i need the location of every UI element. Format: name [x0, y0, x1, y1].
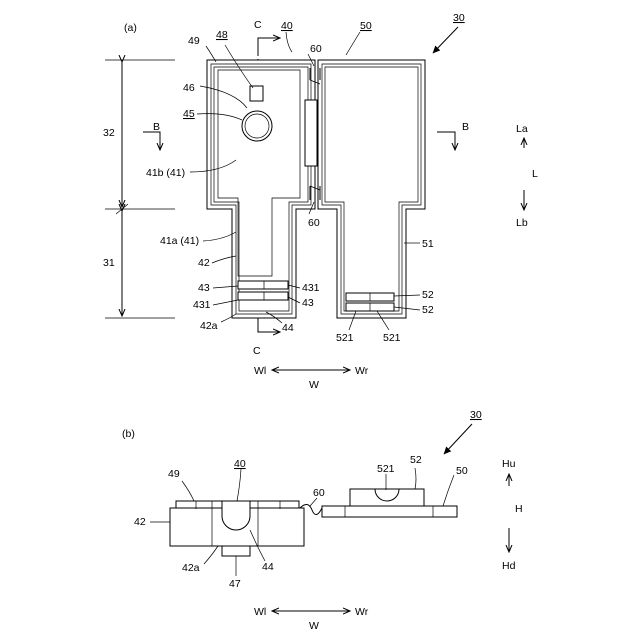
- ref-521-right-a: 521: [383, 332, 401, 344]
- ref-60-b: 60: [313, 487, 325, 499]
- assembly-30-label: 30: [453, 12, 465, 24]
- ref-46-a: 46: [183, 82, 195, 94]
- ref-50-b: 50: [456, 465, 468, 477]
- ref-49-a: 49: [188, 35, 200, 47]
- ref-60-top-a: 60: [310, 43, 322, 55]
- ref-521-b: 521: [377, 463, 395, 475]
- ref-41a-a: 41a (41): [160, 235, 199, 247]
- dimension-lines: [105, 60, 175, 318]
- dir-hd-label: Hd: [502, 560, 516, 572]
- section-b-right-label: B: [462, 121, 469, 133]
- dir-hu-label: Hu: [502, 458, 516, 470]
- dir-la-label: La: [516, 123, 528, 135]
- view-a-title: (a): [124, 22, 137, 34]
- ref-52-bottom-a: 52: [422, 304, 434, 316]
- ref-43-right-a: 43: [302, 297, 314, 309]
- section-c-bottom-label: C: [253, 345, 261, 357]
- dim-31-label: 31: [103, 257, 115, 269]
- dir-h-label: H: [515, 503, 523, 515]
- ref-51-a: 51: [422, 238, 434, 250]
- dir-w-label-b: W: [309, 620, 319, 632]
- ref-42-b: 42: [134, 516, 146, 528]
- dim-32-label: 32: [103, 127, 115, 139]
- section-b-marks: [143, 132, 455, 150]
- ref-44-b: 44: [262, 561, 274, 573]
- ref-42-a: 42: [198, 257, 210, 269]
- ref-45-a: 45: [183, 108, 195, 120]
- busbar-50-side: [322, 489, 457, 517]
- ref-52-b: 52: [410, 454, 422, 466]
- ref-50-a: 50: [360, 20, 372, 32]
- hole-45-inner: [245, 114, 269, 138]
- dir-wl-label-a: Wl: [254, 365, 266, 377]
- dir-l-label: L: [532, 168, 538, 180]
- ref-521-left-a: 521: [336, 332, 354, 344]
- view-b: (b) 30: [122, 409, 523, 632]
- ref-60-bottom-a: 60: [308, 217, 320, 229]
- busbar-50-outline: [318, 60, 425, 318]
- assembly-30-label-b: 30: [470, 409, 482, 421]
- ref-42a-a: 42a: [200, 320, 218, 332]
- ref-49-b: 49: [168, 468, 180, 480]
- dir-wl-label-b: Wl: [254, 606, 266, 618]
- view-b-title: (b): [122, 428, 135, 440]
- ref-431-left-a: 431: [193, 299, 211, 311]
- assembly-30-arrow-b: [444, 424, 472, 454]
- terminal-48: [250, 86, 263, 101]
- weld-52-right: [346, 293, 394, 311]
- view-a: (a): [103, 12, 538, 391]
- ref-52-top-a: 52: [422, 289, 434, 301]
- ref-43-left-a: 43: [198, 282, 210, 294]
- section-b-left-label: B: [153, 121, 160, 133]
- ref-42a-b: 42a: [182, 562, 200, 574]
- dir-wr-label-a: Wr: [355, 365, 369, 377]
- ref-40-b: 40: [234, 458, 246, 470]
- ref-47-b: 47: [229, 578, 241, 590]
- ref-48-a: 48: [216, 29, 228, 41]
- hole-45-outer: [242, 111, 272, 141]
- dir-w-label-a: W: [309, 379, 319, 391]
- ref-44-a: 44: [282, 322, 294, 334]
- section-c-top-label: C: [254, 19, 262, 31]
- ref-40-a: 40: [281, 20, 293, 32]
- weld-43-left: [238, 281, 288, 300]
- ref-41b-a: 41b (41): [146, 167, 185, 179]
- ref-431-right-a: 431: [302, 282, 320, 294]
- dir-lb-label: Lb: [516, 217, 528, 229]
- assembly-30-arrow: [433, 27, 458, 53]
- dir-wr-label-b: Wr: [355, 606, 369, 618]
- busbar-40-side: [170, 501, 304, 556]
